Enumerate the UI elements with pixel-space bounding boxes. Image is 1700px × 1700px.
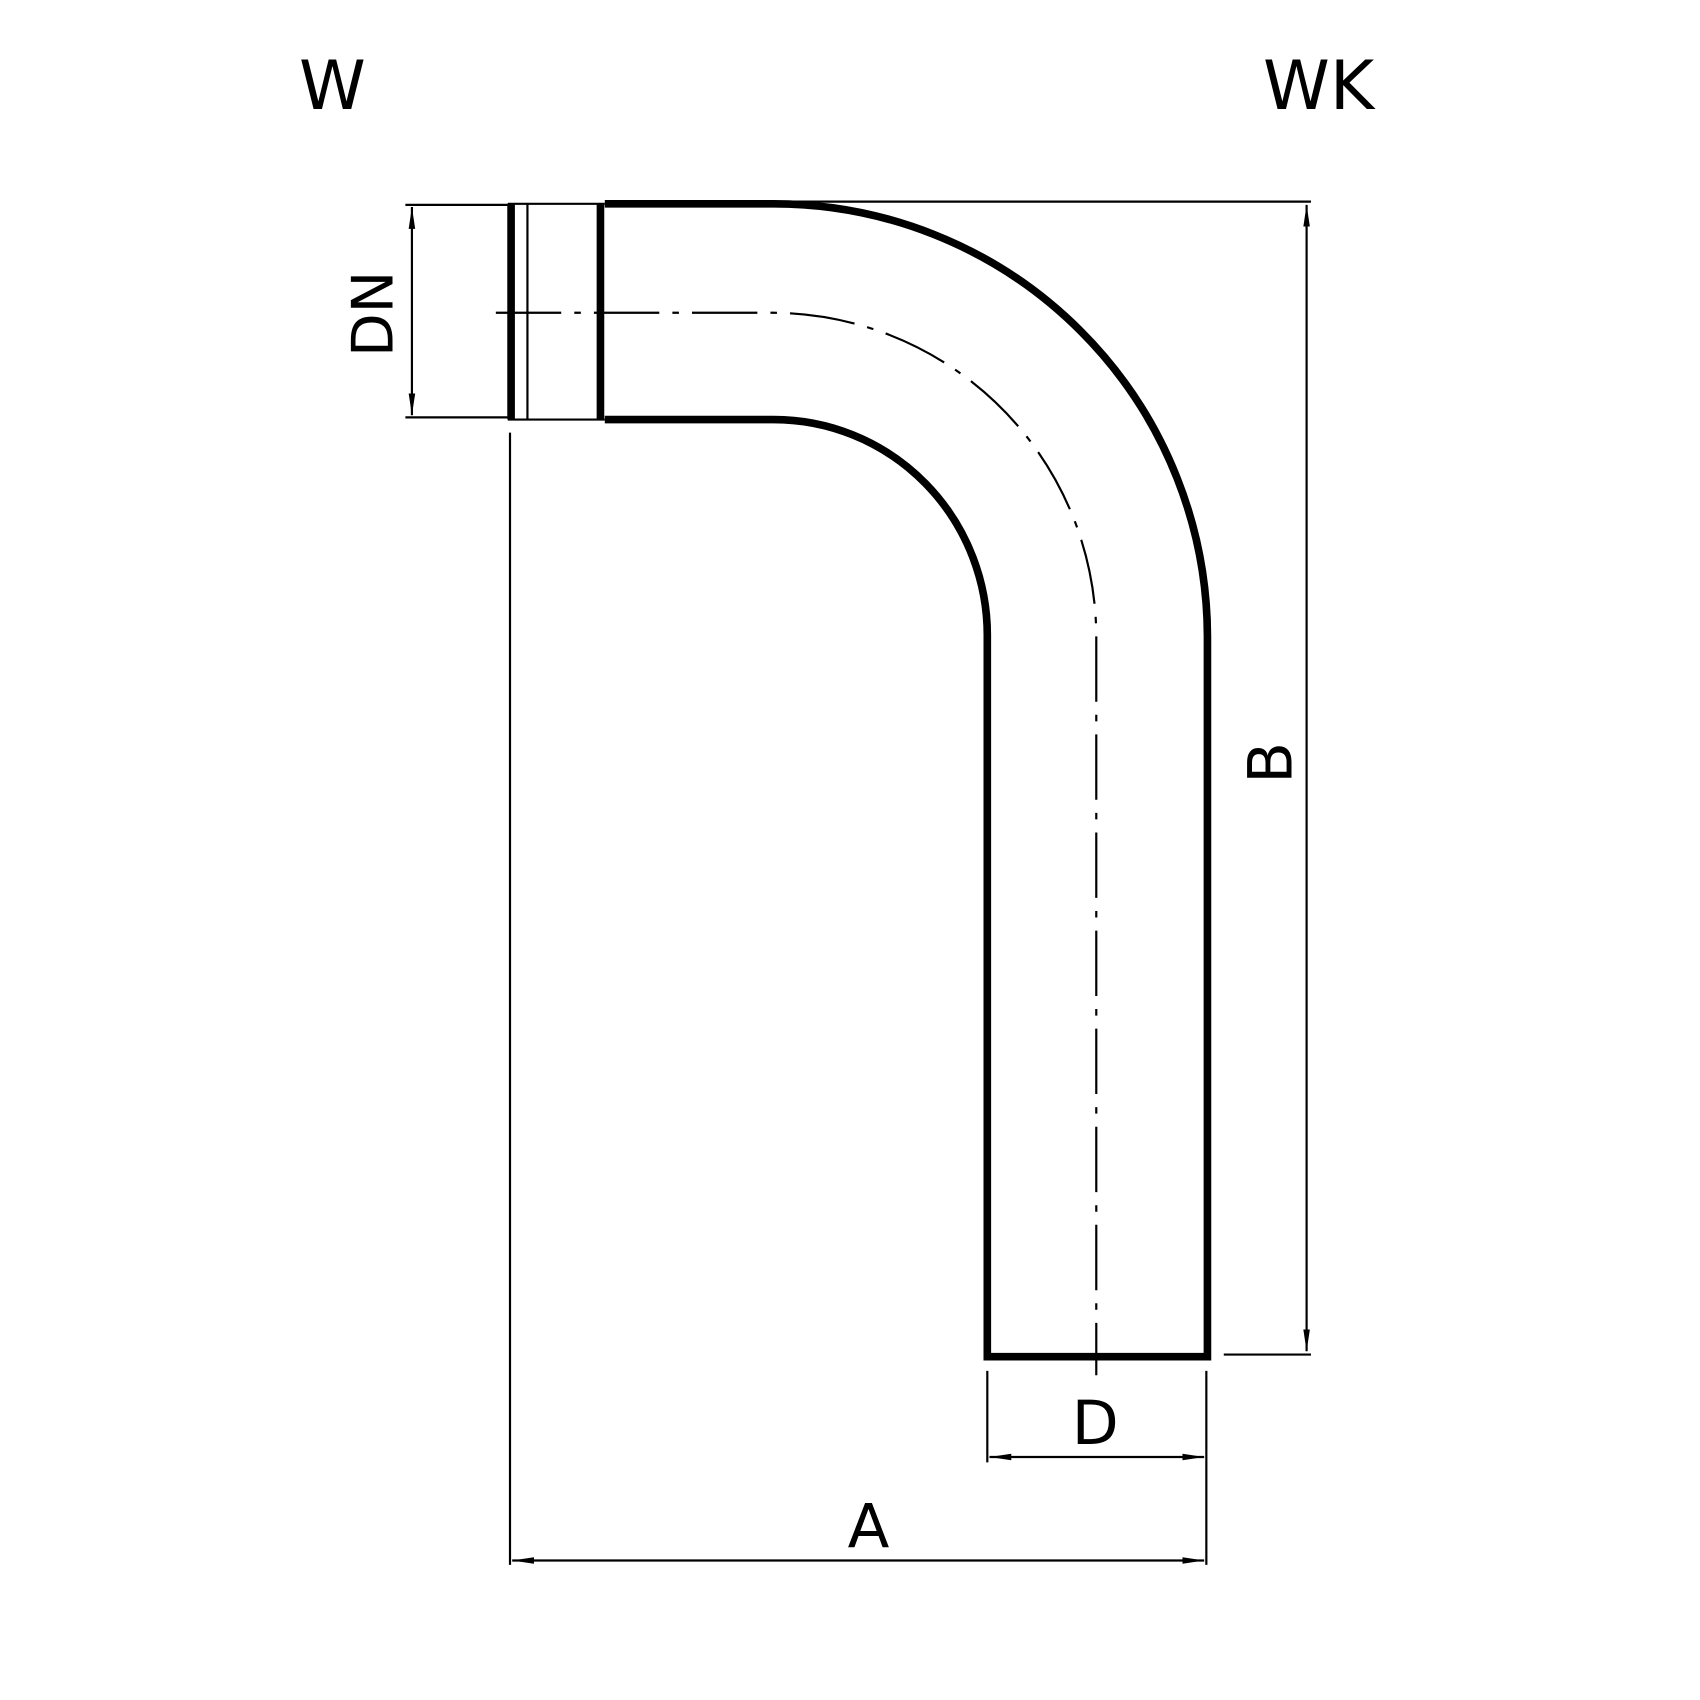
pipe-outline xyxy=(604,199,1212,1361)
title-w: W xyxy=(299,46,366,125)
d-dimension: D xyxy=(986,1370,1205,1463)
dn-dimension: DN xyxy=(340,203,508,419)
b-label: B xyxy=(1235,742,1306,784)
b-dimension: B xyxy=(775,200,1311,1356)
a-label: A xyxy=(848,1491,890,1562)
dn-label: DN xyxy=(340,271,406,357)
d-label: D xyxy=(1072,1388,1119,1459)
a-dimension: A xyxy=(508,432,1208,1565)
title-wk: WK xyxy=(1263,46,1376,125)
centerline xyxy=(495,311,1098,1376)
